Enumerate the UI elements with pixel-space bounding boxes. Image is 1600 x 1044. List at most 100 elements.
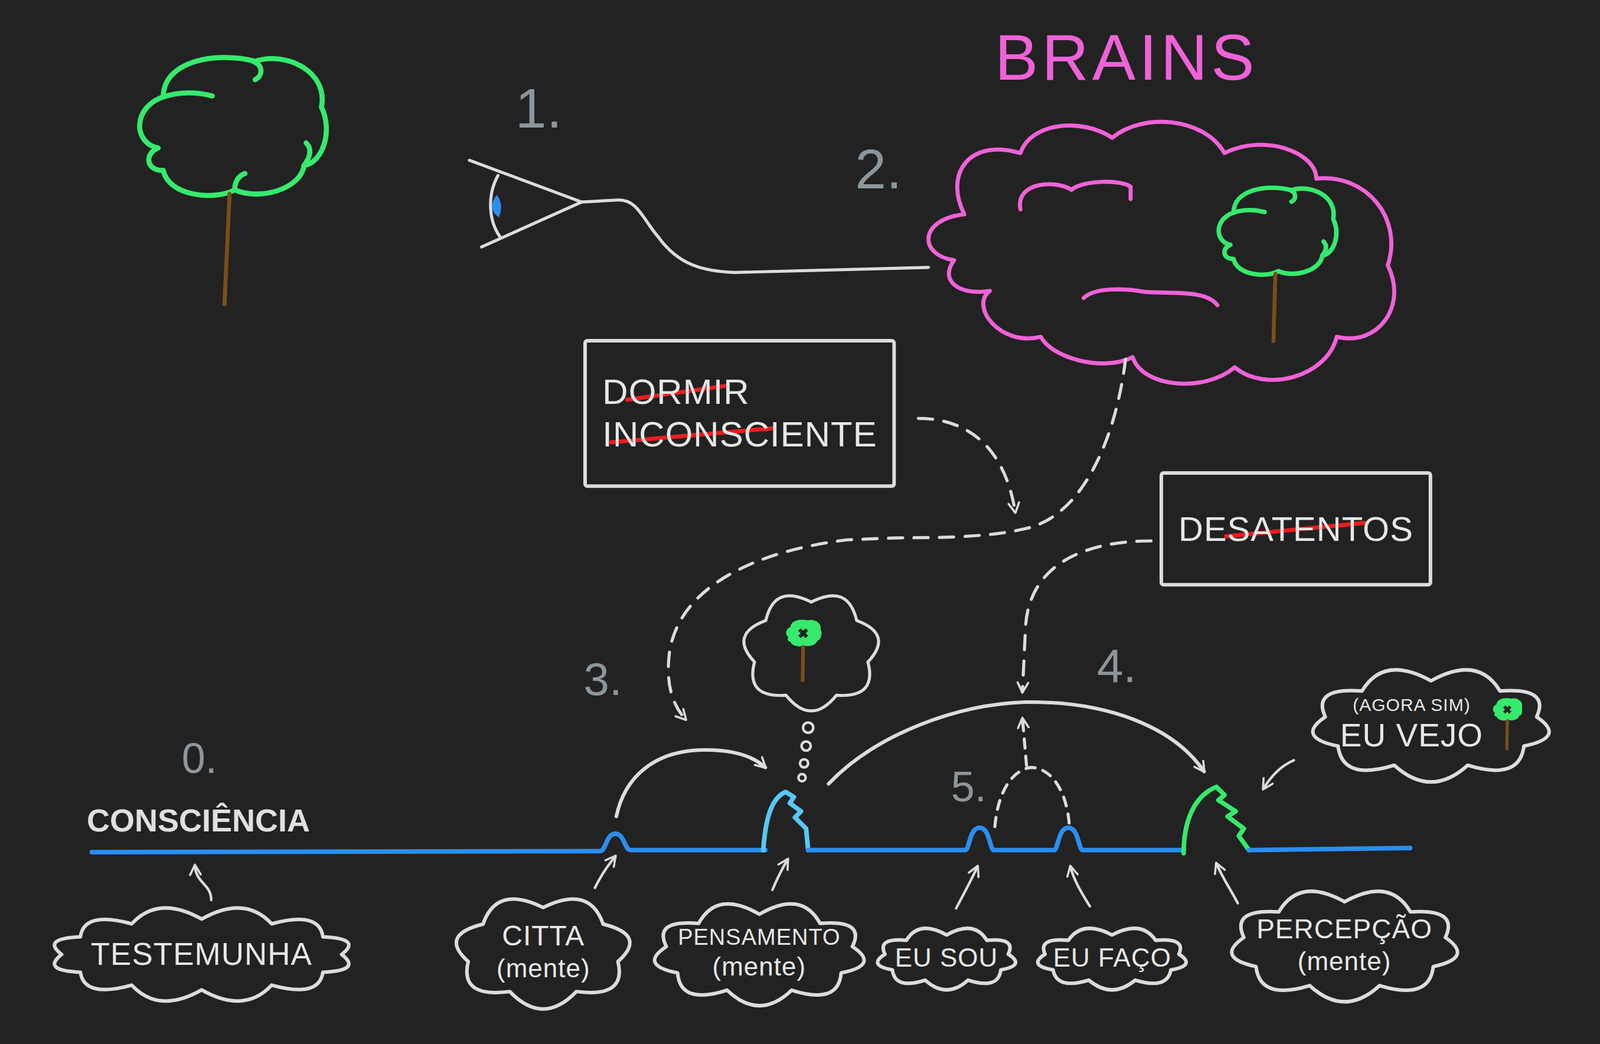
text-group: CITTA(mente) [496,918,591,984]
leader-arrow [1263,760,1295,789]
tree-trunk [224,193,230,305]
tree-canopy-detail [163,61,310,191]
text-group: (AGORA SIM)EU VEJO [1340,694,1523,755]
dashed-arrow [668,358,1126,720]
dashed-arrow [1022,540,1152,692]
tree-trunk [1505,719,1510,751]
thought-dot [801,741,812,751]
node-text: PENSAMENTO [677,923,841,952]
dashed-arrow [1022,718,1027,766]
text-column: EU SOU [895,942,999,974]
leader-arrow [1216,863,1238,903]
note-box: DORMIRINCONSCIENTE [583,338,896,488]
dashed-arc [994,767,1070,827]
perception-wave [1183,786,1250,853]
thought-dot [800,759,809,768]
thought-cloud: PENSAMENTO(mente) [648,897,871,1010]
cloud-border [54,907,349,1001]
thought-cloud: TESTEMUNHA [46,903,358,1006]
callout-number: 4. [1096,642,1137,690]
tree-icon [1492,697,1523,751]
node-text: DESATENTOS [1178,508,1414,550]
node-text: INCONSCIENTE [602,413,877,456]
node-text: (AGORA SIM) [1352,694,1471,716]
node-text: CITTA [501,918,585,953]
leader-arrow [194,865,212,901]
node-text: TESTEMUNHA [90,935,313,973]
node-text: DORMIR [602,370,750,414]
tree-mark [799,629,807,637]
tree-mark [1504,706,1511,713]
text-group: PERCEPÇÃO(mente) [1256,912,1433,977]
note-box: DESATENTOS [1159,471,1433,587]
dashed-arrow [918,418,1015,513]
thought-cloud: EU SOU [872,923,1021,994]
text-group: DORMIRINCONSCIENTE [602,370,877,456]
cloud-border [654,903,864,1005]
text-column: TESTEMUNHA [90,935,313,973]
thought-dot [802,722,813,733]
tree-trunk [800,645,805,682]
node-text: PERCEPÇÃO [1256,912,1433,946]
text-column: PERCEPÇÃO(mente) [1256,912,1433,977]
brain-outline [928,121,1395,384]
thought-dot [798,774,806,782]
thought-cloud: CITTA(mente) [448,889,638,1014]
tree-trunk [1273,273,1276,342]
tree-canopy [1493,699,1523,720]
cloud-border [1313,670,1550,783]
eye-outline [469,160,582,247]
node-text: EU SOU [895,942,999,974]
optic-nerve [581,200,929,273]
tree-canopy [787,620,821,646]
callout-number: 3. [583,655,623,702]
text-column: (AGORA SIM)EU VEJO [1340,694,1484,755]
text-group: EU FAÇO [1053,942,1172,974]
consciousness-line [92,833,766,852]
cloud-border [1037,928,1187,990]
tree-canopy-detail [1233,190,1326,256]
cloud-outline [1225,884,1465,1006]
text-group: EU SOU [895,942,999,974]
leader-arrow [955,866,978,909]
node-text: EU FAÇO [1053,942,1172,974]
text-column: CITTA(mente) [496,918,591,984]
tree-illustration [139,57,326,305]
thought-bubble [743,595,879,711]
node-text: (mente) [1297,945,1392,978]
cloud-border [877,928,1016,990]
cloud-border [456,898,630,1009]
cloud-border [1231,890,1458,1002]
thought-wave [763,791,809,851]
callout-number: 5. [951,765,987,808]
flow-arc [616,749,766,817]
tree-icon [787,620,821,682]
callout-number: 1. [515,80,563,137]
brain-fold [1020,181,1218,306]
text-column: EU FAÇO [1053,942,1172,974]
box-border [585,340,894,486]
diagram-heading: BRAINS [994,24,1259,90]
node-text: EU VEJO [1340,715,1484,755]
node-text: (mente) [496,952,591,985]
box-outline [583,338,896,488]
text-group: DESATENTOS [1178,508,1414,550]
callout-number: 0. [181,736,218,780]
node-text: (mente) [712,951,807,983]
eye-iris [492,194,502,218]
flow-arc [828,701,1204,784]
tree-illustration [1218,187,1337,342]
leader-arrow [1070,866,1090,906]
text-column: PENSAMENTO(mente) [677,923,841,982]
thought-cloud: EU FAÇO [1032,923,1192,994]
tree-canopy [1218,187,1337,275]
text-column: DESATENTOS [1178,508,1414,550]
consciousness-line [808,827,1184,851]
text-column: DORMIRINCONSCIENTE [602,370,877,456]
leader-arrow [595,856,616,888]
cloud-outline [448,889,638,1014]
tree-canopy [139,57,326,196]
leader-arrow [772,859,788,890]
text-group: PENSAMENTO(mente) [677,923,841,982]
